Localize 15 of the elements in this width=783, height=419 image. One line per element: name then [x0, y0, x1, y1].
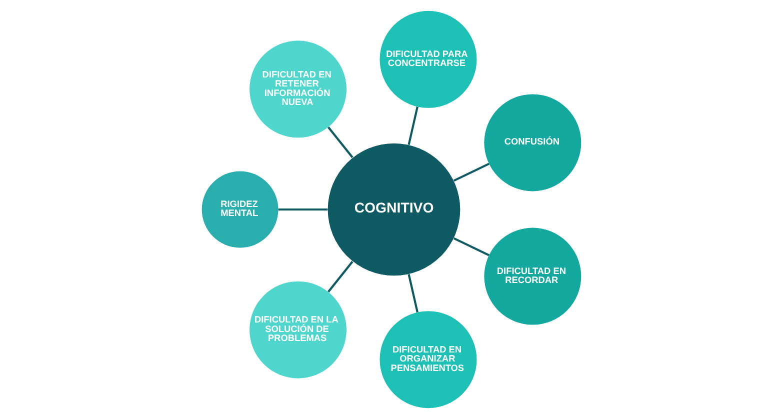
node-circle: DIFICULTAD EN RECORDAR	[484, 228, 582, 325]
node-circle: COGNITIVO	[328, 143, 460, 276]
node-circle: DIFICULTAD PARA CONCENTRARSE	[380, 10, 477, 108]
node-circle: RIGIDEZ MENTAL	[202, 171, 278, 248]
connector	[453, 162, 490, 182]
connector	[408, 106, 418, 145]
node-circle: CONFUSIÓN	[484, 94, 582, 192]
node-circle: DIFICULTAD EN LA SOLUCIÓN DE PROBLEMAS	[250, 281, 346, 378]
connector	[328, 126, 354, 158]
connector	[453, 237, 490, 256]
connector	[278, 208, 328, 211]
connector	[328, 260, 354, 292]
node-circle: DIFICULTAD EN RETENER INFORMACIÓN NUEVA	[250, 40, 346, 138]
connector	[408, 274, 418, 312]
node-circle: DIFICULTAD EN ORGANIZAR PENSAMIENTOS	[380, 311, 477, 408]
